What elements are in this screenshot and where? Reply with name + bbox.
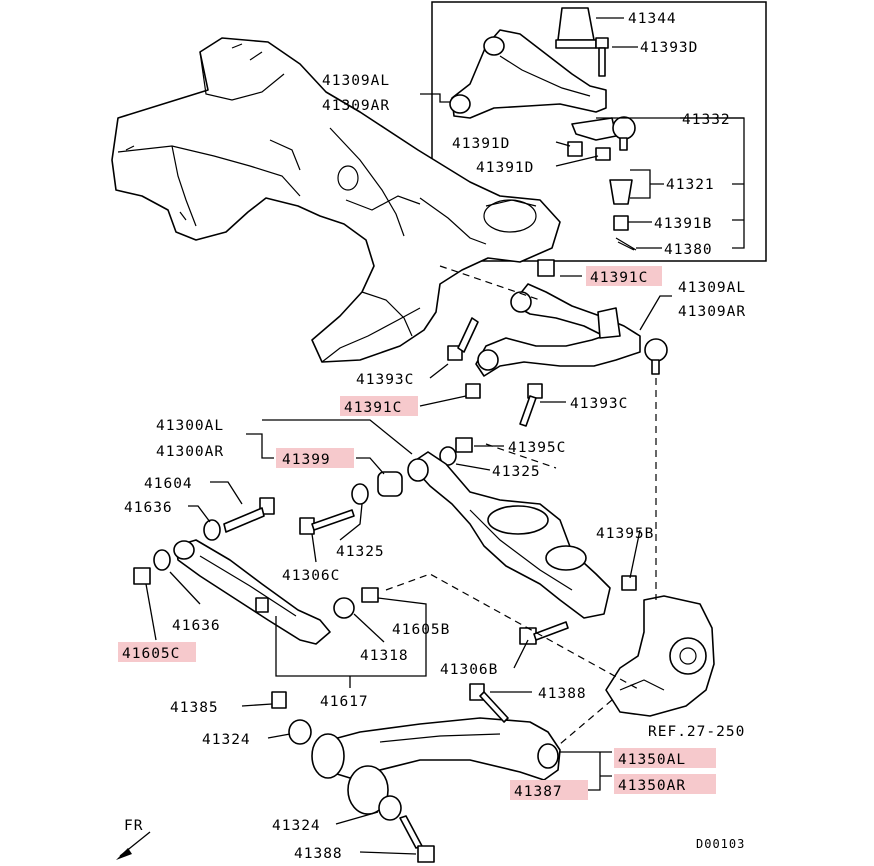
highlight-boxes xyxy=(118,266,716,800)
label-41395B: 41395B xyxy=(596,526,654,542)
label-41309AR-mid: 41309AR xyxy=(678,304,746,320)
label-41350AR: 41350AR xyxy=(618,778,686,794)
label-41636-b: 41636 xyxy=(172,618,221,634)
label-41325-a: 41325 xyxy=(492,464,541,480)
label-41605C: 41605C xyxy=(122,646,180,662)
label-41391C-b: 41391C xyxy=(344,400,402,416)
inset-bolt xyxy=(595,37,609,77)
label-41617: 41617 xyxy=(320,694,369,710)
label-41380: 41380 xyxy=(664,242,713,258)
label-41391C-a: 41391C xyxy=(590,270,648,286)
label-41309AL-mid: 41309AL xyxy=(678,280,746,296)
label-fr: FR xyxy=(124,818,143,834)
lower-washers xyxy=(271,683,509,863)
leader-lines xyxy=(145,17,745,855)
label-41325-b: 41325 xyxy=(336,544,385,560)
label-41388-b: 41388 xyxy=(294,846,343,862)
label-41605B: 41605B xyxy=(392,622,450,638)
bushings xyxy=(133,471,637,619)
alignment-lines xyxy=(385,265,657,745)
diagram-id: D00103 xyxy=(696,837,745,851)
bolts-lower xyxy=(223,497,569,645)
label-41387: 41387 xyxy=(514,784,563,800)
label-41385: 41385 xyxy=(170,700,219,716)
inset-bump-stop xyxy=(555,7,597,49)
knuckle-illustration xyxy=(605,595,715,717)
lower-arm-illustration xyxy=(407,451,611,619)
label-41391D-a: 41391D xyxy=(452,136,510,152)
label-41388-a: 41388 xyxy=(538,686,587,702)
inset-box xyxy=(431,1,767,262)
label-41636-a: 41636 xyxy=(124,500,173,516)
inset-ball-joint xyxy=(571,116,636,151)
label-41309AL-top: 41309AL xyxy=(322,73,390,89)
crossmember-illustration xyxy=(111,37,561,363)
label-41318: 41318 xyxy=(360,648,409,664)
label-41324-a: 41324 xyxy=(202,732,251,748)
label-41306B: 41306B xyxy=(440,662,498,678)
label-41393D: 41393D xyxy=(640,40,698,56)
upper-arm-illustration xyxy=(475,259,668,377)
label-41393C-b: 41393C xyxy=(570,396,628,412)
label-41391D-b: 41391D xyxy=(476,160,534,176)
label-41324-b: 41324 xyxy=(272,818,321,834)
label-41344: 41344 xyxy=(628,11,677,27)
toe-link-illustration xyxy=(173,539,331,645)
label-41300AL: 41300AL xyxy=(156,418,224,434)
label-41332: 41332 xyxy=(682,112,731,128)
label-41393C-a: 41393C xyxy=(356,372,414,388)
label-41604: 41604 xyxy=(144,476,193,492)
part-labels: 41344 41393D 41309AL 41309AR 41332 41391… xyxy=(122,11,746,862)
label-41300AR: 41300AR xyxy=(156,444,224,460)
inset-nuts xyxy=(567,141,637,251)
label-41395C: 41395C xyxy=(508,440,566,456)
label-41350AL: 41350AL xyxy=(618,752,686,768)
front-arrow-icon xyxy=(116,831,151,860)
label-41399: 41399 xyxy=(282,452,331,468)
label-41306C: 41306C xyxy=(282,568,340,584)
mid-bolts xyxy=(439,317,543,466)
label-41321: 41321 xyxy=(666,177,715,193)
inset-upper-arm xyxy=(449,29,607,119)
label-ref: REF.27-250 xyxy=(648,724,745,740)
label-41391B: 41391B xyxy=(654,216,712,232)
lower-link-illustration xyxy=(311,717,561,815)
label-41309AR-top: 41309AR xyxy=(322,98,390,114)
